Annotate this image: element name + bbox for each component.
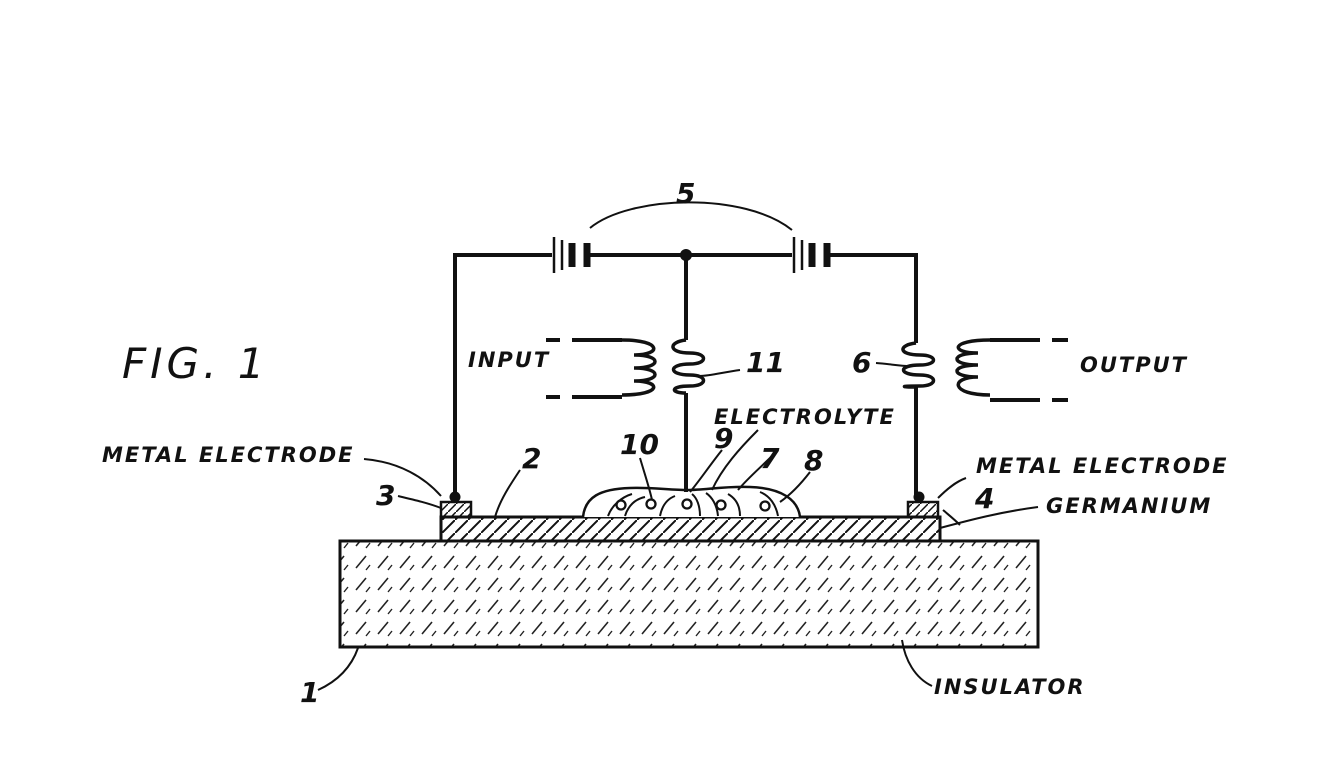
ref-11: 11: [746, 346, 785, 379]
input-coil: [673, 340, 704, 393]
metal-electrode-right: [908, 502, 938, 517]
label-insulator: INSULATOR: [934, 675, 1086, 699]
ref-2: 2: [522, 442, 541, 475]
ref-3: 3: [376, 479, 395, 512]
label-electrolyte: ELECTROLYTE: [714, 405, 896, 429]
ref-8: 8: [804, 444, 823, 477]
ref-4: 4: [974, 482, 994, 515]
insulator-slab: [340, 541, 1038, 647]
label-metal-electrode-right: METAL ELECTRODE: [976, 454, 1229, 478]
label-germanium: GERMANIUM: [1046, 494, 1212, 518]
figure-title: FIG. 1: [122, 339, 269, 388]
germanium-layer: [441, 517, 940, 541]
ref-1: 1: [300, 676, 319, 709]
output-dashed-leads: [990, 340, 1068, 400]
input-transformer-coil: [622, 340, 655, 395]
ref-7: 7: [760, 442, 780, 475]
battery-left: [554, 237, 587, 273]
ref-6: 6: [852, 346, 871, 379]
ref-10: 10: [620, 428, 659, 461]
input-dashed-leads: [546, 340, 622, 397]
label-output: OUTPUT: [1080, 353, 1188, 377]
label-input: INPUT: [468, 348, 550, 372]
label-metal-electrode-left: METAL ELECTRODE: [102, 443, 355, 467]
ref-5: 5: [676, 177, 695, 210]
metal-electrode-left: [441, 502, 471, 517]
output-transformer-coil: [957, 340, 990, 395]
battery-right: [794, 237, 827, 273]
